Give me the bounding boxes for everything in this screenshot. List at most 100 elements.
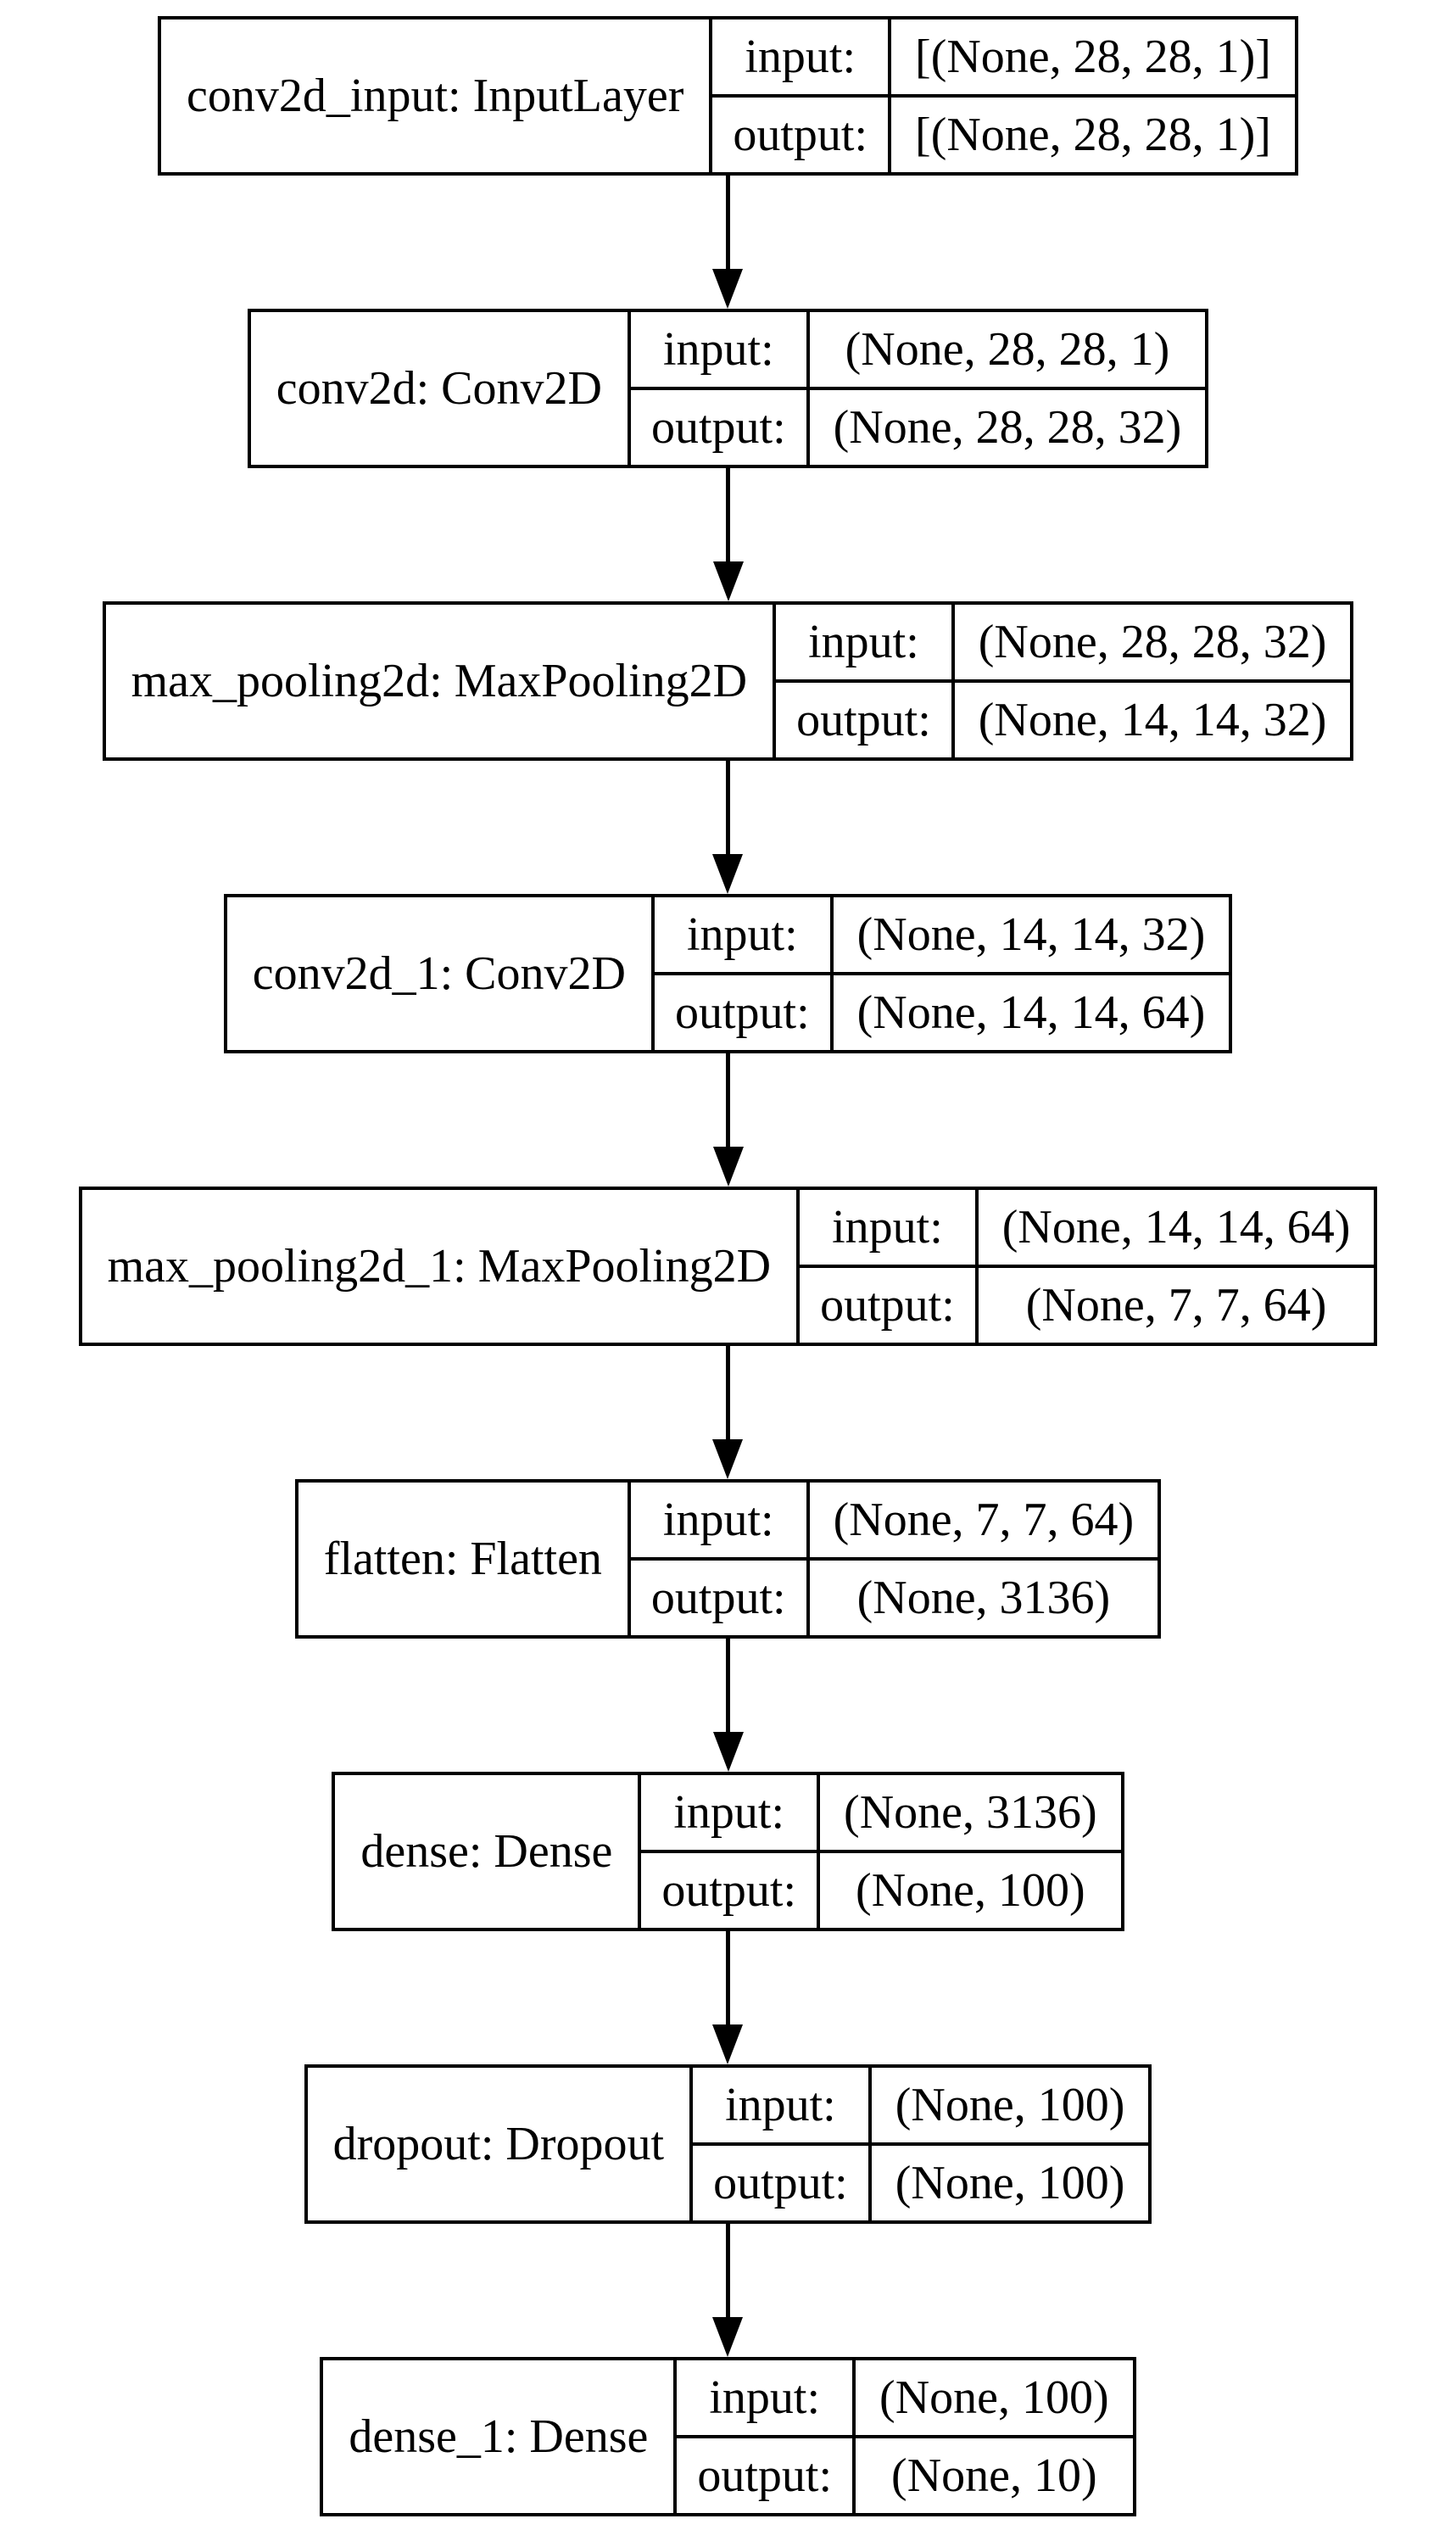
output-label: output: — [689, 2142, 872, 2224]
arrow-shaft — [726, 468, 730, 561]
layer-name: conv2d: Conv2D — [247, 309, 631, 468]
input-shape: [(None, 28, 28, 1)] — [888, 16, 1298, 98]
layer-output-row: output: (None, 28, 28, 32) — [249, 387, 1209, 468]
layer-input-row: max_pooling2d: MaxPooling2D input: (None… — [102, 601, 1354, 761]
output-label: output: — [773, 679, 955, 761]
arrow-head — [712, 269, 744, 309]
layer-output-row: output: (None, 100) — [306, 2142, 1152, 2224]
layer-node-group: dropout: Dropout input: (None, 100) outp… — [304, 2064, 1152, 2357]
input-label: input: — [689, 2064, 872, 2146]
arrow-head — [712, 2317, 744, 2357]
output-label: output: — [796, 1265, 979, 1346]
input-shape: (None, 100) — [867, 2064, 1152, 2146]
input-label: input: — [796, 1187, 979, 1268]
input-label: input: — [627, 1479, 810, 1561]
layer-node-group: conv2d_1: Conv2D input: (None, 14, 14, 3… — [223, 894, 1233, 1187]
arrow-head — [712, 2024, 744, 2064]
input-label: input: — [650, 894, 834, 975]
layer-node: dense: Dense input: (None, 3136) output:… — [332, 1772, 1124, 1931]
arrow-down-icon — [712, 761, 744, 894]
arrow-shaft — [726, 1639, 730, 1732]
arrow-shaft — [725, 761, 730, 854]
layer-node-group: max_pooling2d_1: MaxPooling2D input: (No… — [78, 1187, 1378, 1479]
arrow-down-icon — [712, 2224, 744, 2357]
output-shape: (None, 100) — [817, 1850, 1124, 1931]
arrow-head — [712, 854, 744, 894]
input-shape: (None, 3136) — [817, 1772, 1124, 1853]
layer-node-group: dense: Dense input: (None, 3136) output:… — [332, 1772, 1124, 2064]
arrow-head — [712, 1439, 744, 1479]
layer-output-row: output: [(None, 28, 28, 1)] — [159, 94, 1298, 176]
input-label: input: — [709, 16, 892, 98]
arrow-down-icon — [712, 1053, 744, 1187]
layer-node: max_pooling2d: MaxPooling2D input: (None… — [102, 601, 1354, 761]
layer-name: conv2d_input: InputLayer — [158, 16, 713, 176]
output-shape: [(None, 28, 28, 1)] — [888, 94, 1298, 176]
input-shape: (None, 100) — [852, 2357, 1136, 2438]
layer-input-row: flatten: Flatten input: (None, 7, 7, 64) — [294, 1479, 1162, 1639]
input-shape: (None, 14, 14, 32) — [829, 894, 1233, 975]
layer-node: dropout: Dropout input: (None, 100) outp… — [304, 2064, 1152, 2224]
layer-node: conv2d: Conv2D input: (None, 28, 28, 1) … — [247, 309, 1209, 468]
arrow-head — [712, 1147, 744, 1187]
layer-output-row: output: (None, 14, 14, 64) — [226, 972, 1233, 1053]
output-shape: (None, 14, 14, 64) — [829, 972, 1233, 1053]
layer-node-group: dense_1: Dense input: (None, 100) output… — [320, 2357, 1136, 2516]
output-shape: (None, 28, 28, 32) — [806, 387, 1209, 468]
layer-name: max_pooling2d_1: MaxPooling2D — [78, 1187, 801, 1346]
layer-name: conv2d_1: Conv2D — [223, 894, 655, 1053]
layer-input-row: dense: Dense input: (None, 3136) — [332, 1772, 1124, 1931]
layer-name: dense_1: Dense — [320, 2357, 678, 2516]
output-shape: (None, 14, 14, 32) — [951, 679, 1354, 761]
layer-input-row: max_pooling2d_1: MaxPooling2D input: (No… — [78, 1187, 1378, 1346]
layer-node-group: conv2d: Conv2D input: (None, 28, 28, 1) … — [247, 309, 1209, 601]
layer-name: flatten: Flatten — [294, 1479, 631, 1639]
arrow-shaft — [725, 1346, 730, 1439]
layer-node: dense_1: Dense input: (None, 100) output… — [320, 2357, 1136, 2516]
layer-node: flatten: Flatten input: (None, 7, 7, 64)… — [294, 1479, 1162, 1639]
arrow-shaft — [725, 1931, 730, 2024]
output-shape: (None, 7, 7, 64) — [974, 1265, 1378, 1346]
output-label: output: — [638, 1850, 821, 1931]
layer-node-group: max_pooling2d: MaxPooling2D input: (None… — [102, 601, 1354, 894]
layer-input-row: conv2d_input: InputLayer input: [(None, … — [158, 16, 1298, 176]
layer-node: max_pooling2d_1: MaxPooling2D input: (No… — [78, 1187, 1378, 1346]
arrow-down-icon — [712, 468, 744, 601]
output-label: output: — [673, 2435, 856, 2516]
output-label: output: — [627, 387, 810, 468]
layer-input-row: dense_1: Dense input: (None, 100) — [320, 2357, 1136, 2516]
arrow-down-icon — [712, 1931, 744, 2064]
layer-node: conv2d_input: InputLayer input: [(None, … — [158, 16, 1298, 176]
layer-output-row: output: (None, 3136) — [297, 1557, 1162, 1639]
output-shape: (None, 100) — [867, 2142, 1152, 2224]
arrow-head — [712, 1732, 744, 1772]
layer-node: conv2d_1: Conv2D input: (None, 14, 14, 3… — [223, 894, 1233, 1053]
layer-node-group: conv2d_input: InputLayer input: [(None, … — [158, 16, 1298, 309]
input-shape: (None, 28, 28, 1) — [806, 309, 1209, 390]
layer-name: dense: Dense — [332, 1772, 642, 1931]
layer-output-row: output: (None, 100) — [333, 1850, 1124, 1931]
input-shape: (None, 14, 14, 64) — [974, 1187, 1378, 1268]
output-label: output: — [627, 1557, 810, 1639]
layer-output-row: output: (None, 7, 7, 64) — [81, 1265, 1378, 1346]
output-shape: (None, 10) — [852, 2435, 1136, 2516]
layer-output-row: output: (None, 10) — [321, 2435, 1136, 2516]
input-label: input: — [673, 2357, 856, 2438]
arrow-shaft — [725, 2224, 730, 2317]
layer-input-row: dropout: Dropout input: (None, 100) — [304, 2064, 1152, 2224]
input-label: input: — [773, 601, 955, 683]
input-shape: (None, 28, 28, 32) — [951, 601, 1354, 683]
layer-output-row: output: (None, 14, 14, 32) — [104, 679, 1354, 761]
input-shape: (None, 7, 7, 64) — [806, 1479, 1162, 1561]
layer-name: max_pooling2d: MaxPooling2D — [102, 601, 777, 761]
output-label: output: — [709, 94, 892, 176]
layer-input-row: conv2d_1: Conv2D input: (None, 14, 14, 3… — [223, 894, 1233, 1053]
arrow-head — [712, 561, 744, 601]
arrow-shaft — [726, 1053, 730, 1147]
arrow-down-icon — [712, 1639, 744, 1772]
arrow-shaft — [725, 176, 730, 269]
arrow-down-icon — [712, 176, 744, 309]
output-shape: (None, 3136) — [806, 1557, 1162, 1639]
input-label: input: — [627, 309, 810, 390]
